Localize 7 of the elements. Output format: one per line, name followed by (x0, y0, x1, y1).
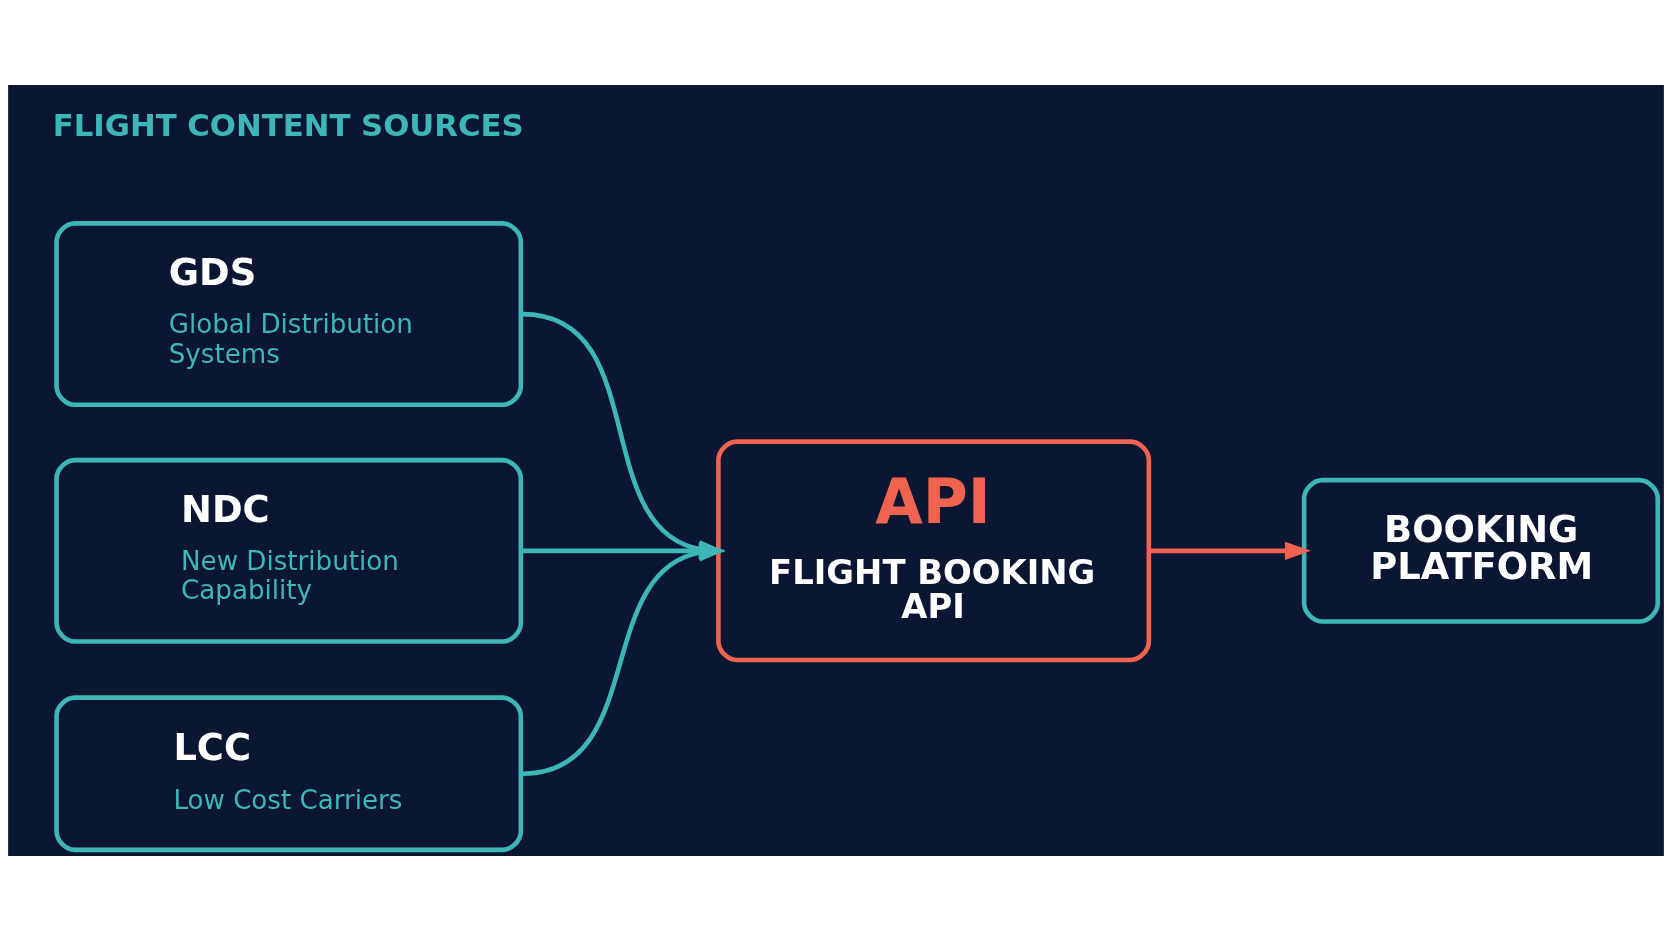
label: FLIGHT CONTENT SOURCES (52, 106, 524, 143)
node-box: NDC New Distribution Capability (54, 457, 524, 644)
node-box: API FLIGHT BOOKING API (716, 439, 1152, 663)
arrow (1148, 541, 1312, 560)
node-box: BOOKING PLATFORM (1301, 477, 1661, 624)
node-box: GDS Global Distribution Systems (54, 221, 524, 408)
node-box: LCC Low Cost Carriers (54, 695, 524, 853)
